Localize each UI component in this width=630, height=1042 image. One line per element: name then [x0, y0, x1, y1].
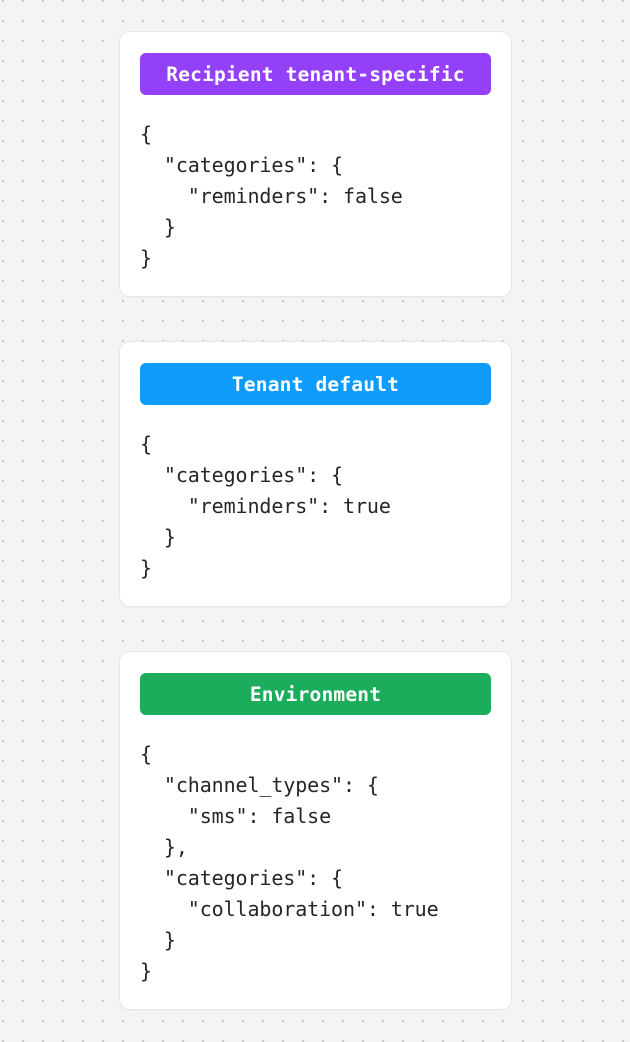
card-title-recipient-tenant-specific: Recipient tenant-specific	[140, 53, 491, 95]
card-title-environment: Environment	[140, 673, 491, 715]
card-code-tenant-default: { "categories": { "reminders": true } }	[140, 432, 391, 580]
card-recipient-tenant-specific: Recipient tenant-specific { "categories"…	[119, 31, 512, 297]
card-tenant-default: Tenant default { "categories": { "remind…	[119, 341, 512, 607]
preference-layer-stack: Recipient tenant-specific { "categories"…	[119, 31, 512, 1010]
card-environment: Environment { "channel_types": { "sms": …	[119, 651, 512, 1010]
card-code-recipient-tenant-specific: { "categories": { "reminders": false } }	[140, 122, 403, 270]
card-title-tenant-default: Tenant default	[140, 363, 491, 405]
card-code-environment: { "channel_types": { "sms": false }, "ca…	[140, 742, 439, 983]
